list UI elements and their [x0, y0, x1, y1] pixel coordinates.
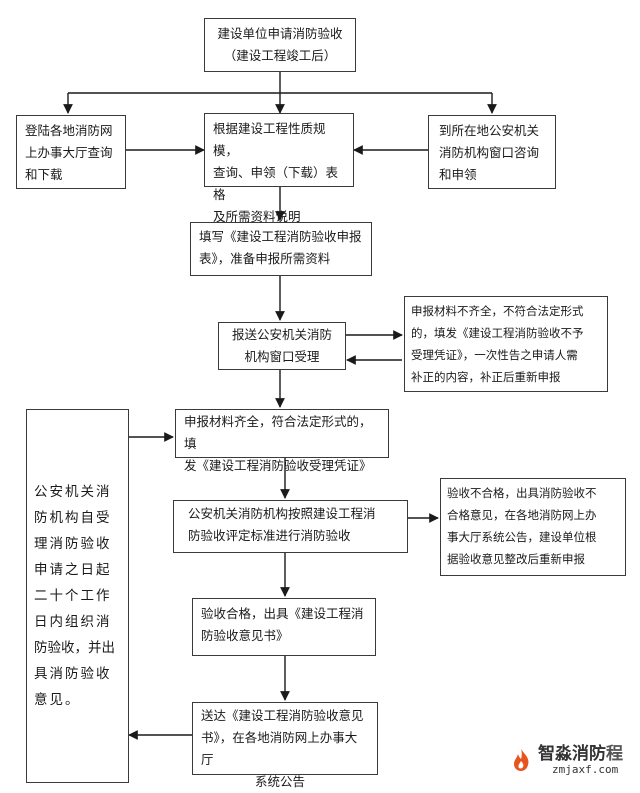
fill-form-box: 填写《建设工程消防验收申报 表》，准备申报所需资料 — [190, 222, 372, 276]
fail-box: 验收不合格，出具消防验收不 合格意见，在各地消防网上办 事大厅系统公告，建设单位… — [440, 478, 626, 576]
incomplete-box: 申报材料不齐全，不符合法定形式 的，填发《建设工程消防验收不予 受理凭证》，一次… — [404, 296, 608, 392]
deliver-box: 送达《建设工程消防验收意见 书》，在各地消防网上办事大厅 系统公告 — [192, 702, 378, 789]
fill-form-line-2: 表》，准备申报所需资料 — [199, 251, 331, 266]
side-note-line-7: 防验收，并出 — [34, 640, 115, 656]
side-note-line-9: 意见。 — [34, 692, 81, 708]
watermark-site: zmjaxf.com — [552, 763, 619, 776]
watermark-name: 智淼消防程 — [538, 739, 623, 764]
side-note-box: 公安机关消 防机构自受 理消防验收 申请之日起 二十个工作 日内组织消 防验收，… — [26, 409, 129, 783]
flame-logo-icon — [514, 749, 529, 771]
inspect-line-2: 防验收评定标准进行消防验收 — [188, 528, 351, 543]
right-window-line-2: 消防机构窗口咨询 — [439, 145, 540, 160]
fail-line-1: 验收不合格，出具消防验收不 — [447, 486, 597, 500]
side-note-line-4: 申请之日起 — [34, 562, 112, 578]
pass-box: 验收合格，出具《建设工程消 防验收意见书》 — [192, 598, 376, 656]
deliver-line-1: 送达《建设工程消防验收意见 — [201, 708, 364, 723]
middle-query-line-1: 根据建设工程性质规模， — [213, 121, 326, 158]
side-note-line-1: 公安机关消 — [34, 484, 112, 500]
side-note-line-6: 日内组织消 — [34, 614, 112, 630]
left-online-line-3: 和下载 — [25, 167, 63, 182]
submit-line-1: 报送公安机关消防 — [231, 327, 332, 342]
side-note-line-8: 具消防验收 — [34, 666, 112, 682]
submit-line-2: 机构窗口受理 — [244, 349, 320, 364]
fail-line-3: 事大厅系统公告，建设单位根 — [447, 530, 597, 544]
fail-line-2: 合格意见，在各地消防网上办 — [447, 508, 597, 522]
left-online-line-1: 登陆各地消防网 — [25, 123, 113, 138]
side-note-line-3: 理消防验收 — [34, 536, 112, 552]
start-line-2: （建设工程竣工后） — [223, 48, 337, 63]
watermark-trailing-char: 程 — [606, 744, 623, 764]
side-note-line-2: 防机构自受 — [34, 510, 112, 526]
watermark-name-text: 智淼消防 — [538, 744, 606, 764]
complete-line-2: 发《建设工程消防验收受理凭证》 — [184, 458, 372, 473]
left-online-box: 登陆各地消防网 上办事大厅查询 和下载 — [16, 115, 126, 189]
complete-line-1: 申报材料齐全，符合法定形式的，填 — [184, 414, 372, 451]
incomplete-line-4: 补正的内容，补正后重新申报 — [411, 370, 561, 384]
pass-line-2: 防验收意见书》 — [201, 628, 289, 643]
middle-query-line-3: 及所需资料说明 — [213, 209, 301, 224]
start-line-1: 建设单位申请消防验收 — [217, 26, 343, 41]
complete-box: 申报材料齐全，符合法定形式的，填 发《建设工程消防验收受理凭证》 — [175, 409, 389, 473]
right-window-line-3: 和申领 — [439, 167, 477, 182]
fill-form-line-1: 填写《建设工程消防验收申报 — [199, 229, 362, 244]
submit-box: 报送公安机关消防 机构窗口受理 — [218, 322, 346, 370]
inspect-line-1: 公安机关消防机构按照建设工程消 — [188, 506, 376, 521]
incomplete-line-2: 的，填发《建设工程消防验收不予 — [411, 326, 584, 340]
right-window-box: 到所在地公安机关 消防机构窗口咨询 和申领 — [428, 115, 556, 189]
deliver-line-2: 书》，在各地消防网上办事大厅 — [201, 730, 358, 767]
pass-line-1: 验收合格，出具《建设工程消 — [201, 606, 364, 621]
middle-query-line-2: 查询、申领（下载）表格 — [213, 165, 339, 202]
fail-line-4: 据验收意见整改后重新申报 — [447, 552, 585, 566]
middle-query-box: 根据建设工程性质规模， 查询、申领（下载）表格 及所需资料说明 — [204, 113, 354, 224]
start-box: 建设单位申请消防验收 （建设工程竣工后） — [204, 18, 356, 72]
deliver-line-3: 系统公告 — [255, 774, 306, 789]
right-window-line-1: 到所在地公安机关 — [439, 123, 540, 138]
side-note-line-5: 二十个工作 — [34, 588, 112, 604]
incomplete-line-3: 受理凭证》，一次性告之申请人需 — [411, 348, 578, 362]
left-online-line-2: 上办事大厅查询 — [25, 145, 113, 160]
inspect-box: 公安机关消防机构按照建设工程消 防验收评定标准进行消防验收 — [173, 500, 408, 553]
watermark: 智淼消防程 zmjaxf.com — [508, 739, 632, 783]
incomplete-line-1: 申报材料不齐全，不符合法定形式 — [411, 304, 584, 318]
